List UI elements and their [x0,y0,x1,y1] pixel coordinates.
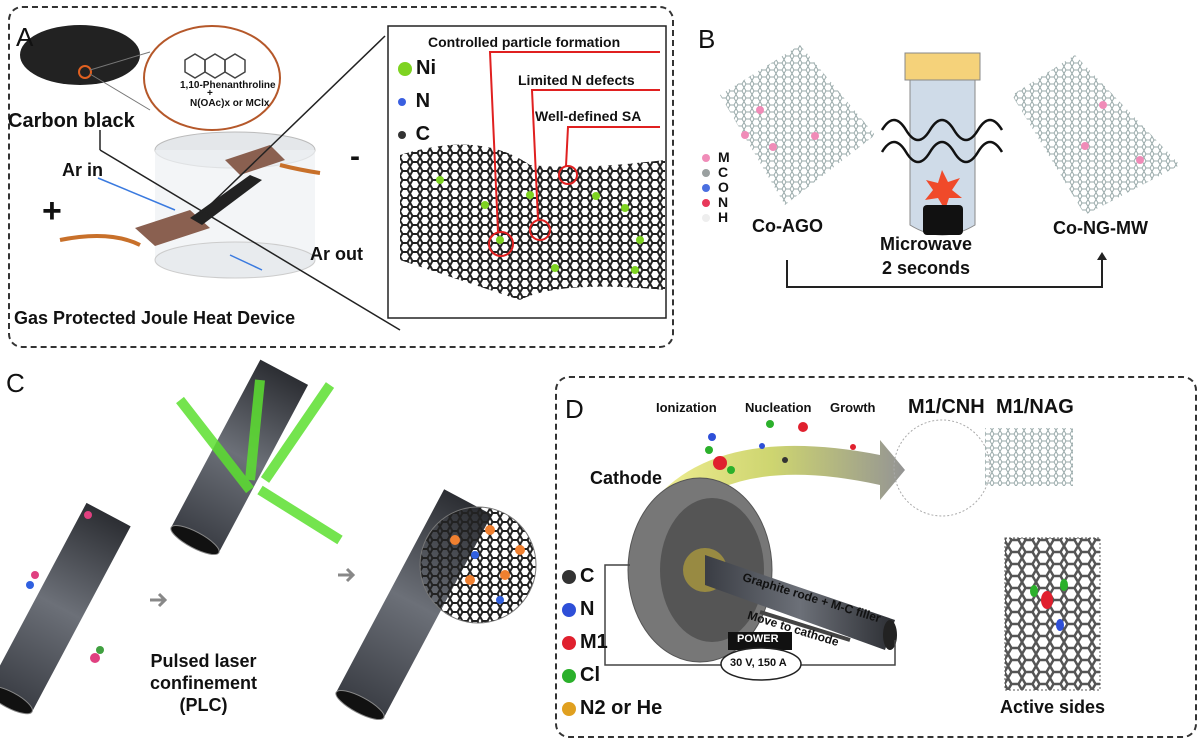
panel-a-legend: Ni N C [398,52,436,151]
legend-c: C [562,560,662,593]
product-nag: M1/NAG [996,396,1074,418]
ionization-particles [705,433,735,474]
callout-lines [488,51,660,257]
callout-well-defined-sa: Well-defined SA [535,108,642,124]
legend-n2-he: N2 or He [562,692,662,725]
callout-particle-formation: Controlled particle formation [428,34,621,50]
callout-limited-n-defects: Limited N defects [518,72,635,88]
active-sides-label: Active sides [1000,697,1106,717]
nag-layers [985,428,1073,486]
plus-terminal: + [42,192,62,230]
ligand-plus: + [207,88,213,99]
ar-out-label: Ar out [310,244,363,264]
co-ng-mw-label: Co-NG-MW [1053,218,1148,238]
panel-d-legend: C N M1 Cl N2 or He [562,560,662,725]
carbon-black-label: Carbon black [8,110,135,132]
power-value: 30 V, 150 A [730,657,787,669]
plc-label: Pulsed laser confinement (PLC) [150,651,258,715]
precursor-label: N(OAc)x or MClx [190,98,270,109]
process-arrow [640,440,905,535]
phenanthroline-structure [184,53,246,79]
carbon-strip [190,175,262,225]
spark-icon [925,170,962,210]
panel-a-label: A [16,22,34,52]
panel-d-label: D [565,394,584,424]
precursor-molecules [26,511,104,663]
legend-n: N [398,85,436,118]
step-growth: Growth [830,400,876,415]
duration-label: 2 seconds [882,258,971,278]
nanotube-1 [0,502,131,715]
electrode-left [135,210,210,246]
ligand-label: 1,10-Phenanthroline [180,80,276,91]
electrode-right [225,145,285,175]
vial-cap [904,52,981,81]
legend-n: N [562,593,662,626]
microwave-label: Microwave [880,234,973,254]
carbon-black-pile [20,25,140,85]
product-cnh: M1/CNH [908,396,985,418]
nucleation-particles [759,420,808,463]
ni-sites [436,176,644,274]
device-label: Gas Protected Joule Heat Device [14,308,296,328]
panel-a-art [20,25,667,331]
nanotube-2 [170,359,309,556]
co-ng-mw-sheet [1012,55,1180,215]
power-label: POWER [737,633,779,645]
panel-c-label: C [6,368,25,398]
legend-c: C [398,118,436,151]
minus-terminal: - [350,140,360,173]
graphite-rod [705,555,895,650]
cnh-particle [893,419,991,517]
panel-d-art [604,419,1101,691]
step-ionization: Ionization [656,400,717,415]
legend-ni: Ni [398,52,436,85]
panel-a-frame [8,6,674,348]
panel-c-art [0,359,537,721]
step-nucleation: Nucleation [745,400,812,415]
ar-in-label: Ar in [62,160,104,180]
panel-b-art [720,45,1180,288]
molecule-callout [143,25,281,131]
panel-b-legend: M C O N H [702,150,730,225]
panel-b-label: B [698,24,716,54]
active-site-inset [1004,537,1101,691]
microwave-waves [880,118,1004,164]
laser-beams [176,379,343,545]
cathode-label: Cathode [590,468,662,488]
co-ago-label: Co-AGO [752,216,823,236]
legend-cl: Cl [562,659,662,692]
legend-m1: M1 [562,626,662,659]
panel-d-frame [555,376,1197,738]
zoom-lattice [419,506,537,624]
co-ago-sheet [720,45,875,205]
